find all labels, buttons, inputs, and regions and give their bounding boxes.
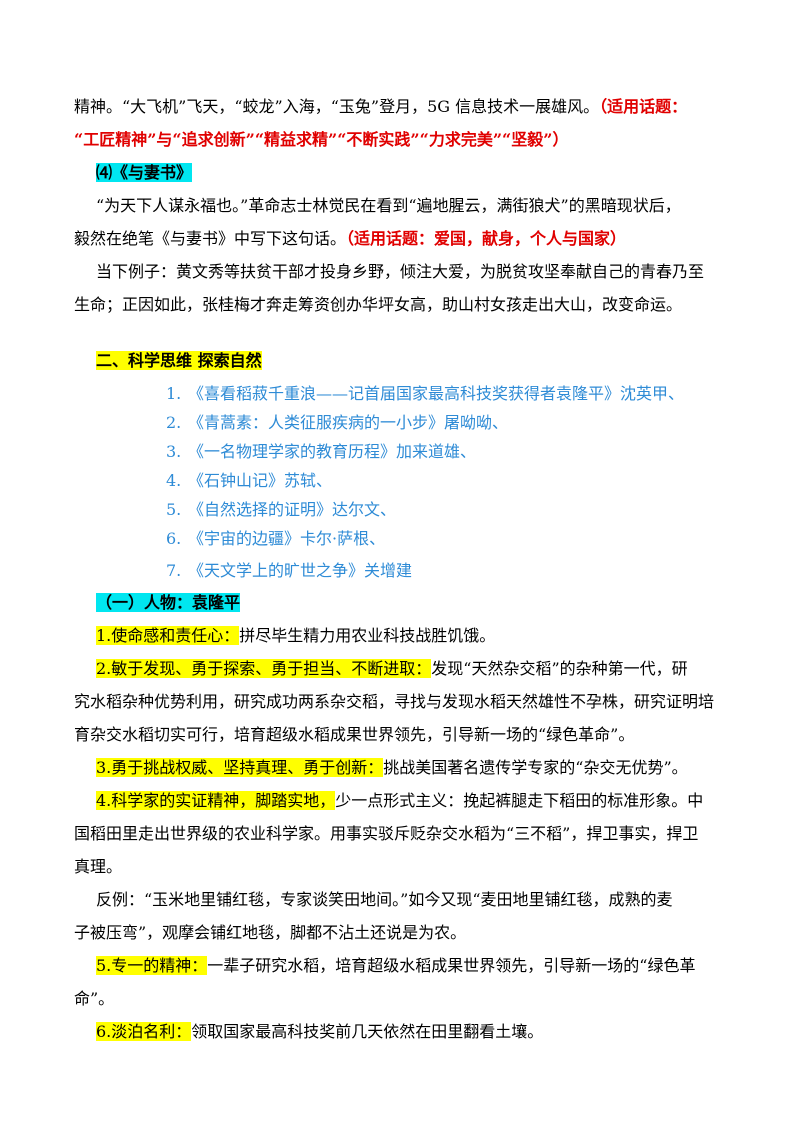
point-text: 一辈子研究水稻，培育超级水稻成果世界领先，引导新一场的“绿色革 [207, 956, 696, 975]
point-label: 4.科学家的实证精神，脚踏实地， [96, 791, 336, 810]
point-text: 领取国家最高科技奖前几天依然在田里翻看土壤。 [191, 1022, 544, 1041]
item-number: 7. [166, 561, 182, 580]
topic-note-line: “工匠精神”与“追求创新”“精益求精”“不断实践”“力求完美”“坚毅”） [74, 130, 569, 149]
point-text: 挑战美国著名遗传学专家的“杂交无优势”。 [383, 758, 688, 777]
point-line: 2.敏于发现、勇于探索、勇于担当、不断进取：发现“天然杂交稻”的杂种第一代，研 [96, 658, 688, 680]
point-line: 3.勇于挑战权威、坚持真理、勇于创新：挑战美国著名遗传学专家的“杂交无优势”。 [96, 757, 688, 779]
subsection-heading: （一）人物：袁隆平 [96, 592, 241, 614]
item-number: 3. [166, 442, 182, 461]
paragraph-line: 育杂交水稻切实可行，培育超级水稻成果世界领先，引导新一场的“绿色革命”。 [74, 725, 635, 744]
point-text: 少一点形式主义：挽起裤腿走下稻田的标准形象。中 [335, 791, 704, 810]
reading-list-item[interactable]: 4. 《石钟山记》苏轼、 [166, 470, 332, 492]
paragraph-line: 究水稻杂种优势利用，研究成功两系杂交稻，寻找与发现水稻天然雄性不孕株，研究证明培 [74, 692, 715, 711]
reading-list-item[interactable]: 1. 《喜看稻菽千重浪——记首届国家最高科技奖获得者袁隆平》沈英甲、 [166, 383, 684, 405]
paragraph-line: 命”。 [74, 989, 115, 1008]
paragraph-line: “为天下人谋永福也。”革命志士林觉民在看到“遍地腥云，满街狼犬”的黑暗现状后， [96, 196, 681, 215]
section-heading: ⑷《与妻书》 [96, 162, 193, 184]
point-text: 拼尽毕生精力用农业科技战胜饥饿。 [239, 626, 496, 645]
item-number: 1. [166, 384, 182, 403]
item-title: 《青蒿素：人类征服疾病的一小步》屠呦呦、 [188, 413, 509, 432]
item-title: 《天文学上的旷世之争》关增建 [188, 561, 413, 580]
item-number: 2. [166, 413, 182, 432]
item-title: 《宇宙的边疆》卡尔·萨根、 [188, 529, 386, 548]
point-label: 6.淡泊名利： [96, 1022, 192, 1041]
body-text: 精神。“大飞机”飞天，“蛟龙”入海，“玉兔”登月，5G 信息技术一展雄风。 [74, 97, 600, 116]
point-line: 1.使命感和责任心：拼尽毕生精力用农业科技战胜饥饿。 [96, 625, 495, 647]
paragraph-line: 子被压弯”，观摩会铺红地毯，脚都不沾土还说是为农。 [74, 923, 467, 942]
item-title: 《石钟山记》苏轼、 [188, 471, 333, 490]
point-label: 3.勇于挑战权威、坚持真理、勇于创新： [96, 758, 384, 777]
reading-list-item[interactable]: 6. 《宇宙的边疆》卡尔·萨根、 [166, 528, 385, 550]
point-label: 2.敏于发现、勇于探索、勇于担当、不断进取： [96, 659, 432, 678]
reading-list-item[interactable]: 3. 《一名物理学家的教育历程》加来道雄、 [166, 441, 476, 463]
heading-highlight: 二、科学思维 探索自然 [96, 351, 262, 370]
item-title: 《自然选择的证明》达尔文、 [188, 500, 397, 519]
point-line: 4.科学家的实证精神，脚踏实地，少一点形式主义：挽起裤腿走下稻田的标准形象。中 [96, 790, 703, 812]
heading-highlight: （一）人物：袁隆平 [96, 593, 241, 612]
point-line: 5.专一的精神：一辈子研究水稻，培育超级水稻成果世界领先，引导新一场的“绿色革 [96, 955, 695, 977]
point-label: 5.专一的精神： [96, 956, 208, 975]
body-text: 毅然在绝笔《与妻书》中写下这句话。 [74, 229, 347, 248]
point-text: 发现“天然杂交稻”的杂种第一代，研 [431, 659, 688, 678]
reading-list-item[interactable]: 7. 《天文学上的旷世之争》关增建 [166, 560, 412, 582]
topic-note: （适用话题：爱国，献身，个人与国家） [346, 229, 627, 248]
paragraph-line: 当下例子：黄文秀等扶贫干部才投身乡野，倾注大爱，为脱贫攻坚奉献自己的青春乃至 [96, 262, 705, 281]
item-number: 5. [166, 500, 182, 519]
heading-highlight: ⑷《与妻书》 [96, 163, 193, 182]
section-heading: 二、科学思维 探索自然 [96, 350, 262, 372]
reading-list-item[interactable]: 2. 《青蒿素：人类征服疾病的一小步》屠呦呦、 [166, 412, 508, 434]
item-title: 《喜看稻菽千重浪——记首届国家最高科技奖获得者袁隆平》沈英甲、 [188, 384, 685, 403]
paragraph-line: 真理。 [74, 857, 123, 876]
point-label: 1.使命感和责任心： [96, 626, 240, 645]
point-line: 6.淡泊名利：领取国家最高科技奖前几天依然在田里翻看土壤。 [96, 1021, 543, 1043]
paragraph-line: 反例：“玉米地里铺红毯，专家谈笑田地间。”如今又现“麦田地里铺红毯，成熟的麦 [96, 890, 673, 909]
topic-note: （适用话题： [599, 97, 688, 116]
item-number: 4. [166, 471, 182, 490]
paragraph-line: 生命；正因如此，张桂梅才奔走筹资创办华坪女高，助山村女孩走出大山，改变命运。 [74, 295, 683, 314]
reading-list-item[interactable]: 5. 《自然选择的证明》达尔文、 [166, 499, 396, 521]
item-title: 《一名物理学家的教育历程》加来道雄、 [188, 442, 477, 461]
paragraph-line: 精神。“大飞机”飞天，“蛟龙”入海，“玉兔”登月，5G 信息技术一展雄风。（适用… [74, 96, 687, 118]
paragraph-line: 国稻田里走出世界级的农业科学家。用事实驳斥贬杂交水稻为“三不稻”，捍卫事实，捍卫 [74, 824, 699, 843]
paragraph-line: 毅然在绝笔《与妻书》中写下这句话。（适用话题：爱国，献身，个人与国家） [74, 228, 626, 250]
item-number: 6. [166, 529, 182, 548]
